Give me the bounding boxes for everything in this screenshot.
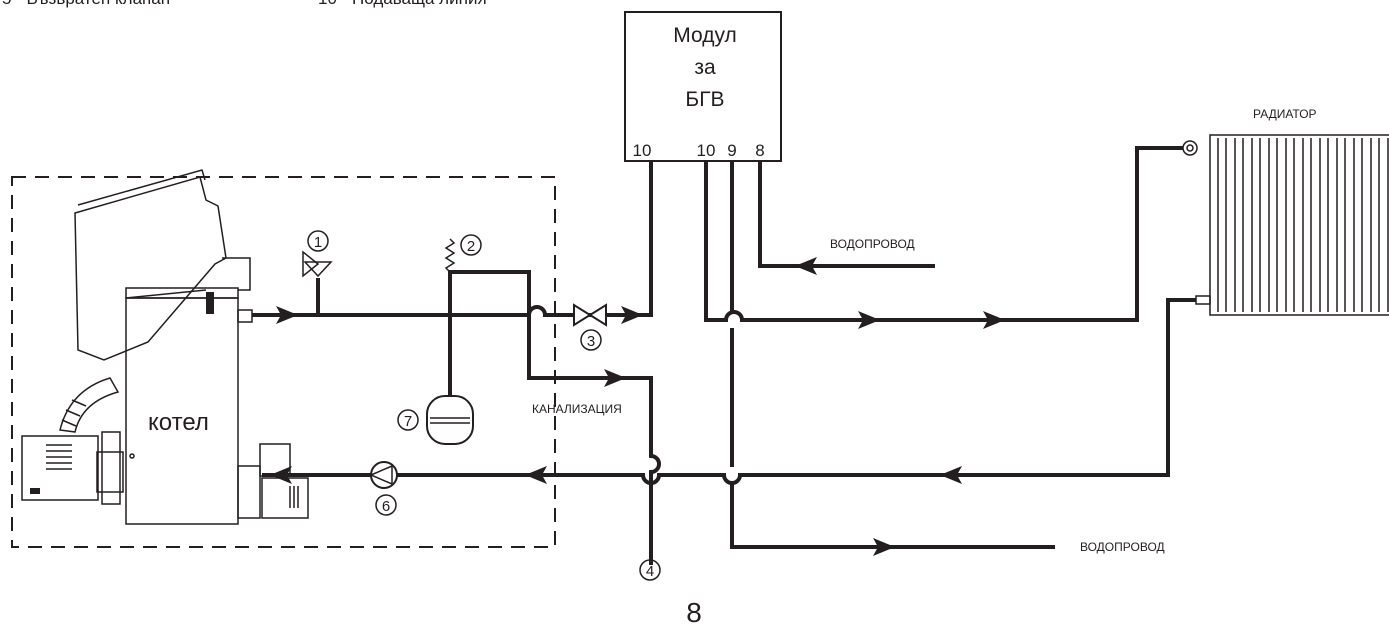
heating-supply-pipe [704, 146, 1183, 322]
marker-6: 6 [375, 494, 397, 516]
svg-text:1: 1 [314, 234, 322, 251]
module-port-9: 9 [727, 141, 736, 160]
radiator-label: РАДИАТОР [1253, 107, 1317, 121]
water-supply-pipe [758, 161, 935, 268]
boiler-illustration [21, 169, 309, 525]
marker-3: 3 [580, 329, 602, 351]
boiler-label: котел [148, 409, 209, 436]
expansion-vessel-icon [426, 395, 474, 445]
svg-text:2: 2 [467, 238, 475, 255]
legend-item-10: 10 - Подаваща линия [318, 0, 487, 8]
safety-valve-icon [302, 250, 333, 278]
air-vent-icon [444, 238, 456, 273]
radiator-illustration [1182, 134, 1389, 316]
water-supply-label-top: ВОДОПРОВОД [830, 237, 915, 251]
marker-1: 1 [307, 230, 329, 252]
shutoff-valve-icon [573, 303, 607, 327]
sewage-label: КАНАЛИЗАЦИЯ [532, 402, 622, 416]
boiler-room-boundary [11, 176, 556, 548]
marker-4: 4 [639, 559, 661, 581]
legend-item-5: 5 - Възвратен клапан [2, 0, 170, 8]
flow-arrows [270, 257, 1005, 556]
dhw-module-box [624, 11, 782, 162]
sewage-pipe [448, 270, 661, 565]
marker-7: 7 [397, 409, 419, 431]
module-port-10a: 10 [633, 141, 652, 160]
circulation-pump-icon [369, 461, 398, 489]
return-pipe [262, 298, 1196, 485]
module-port-8: 8 [755, 141, 764, 160]
module-port-10b: 10 [697, 141, 716, 160]
module-title-line-3: БГВ [685, 88, 724, 111]
module-title-line-1: Модул [673, 24, 737, 47]
water-supply-label-bottom: ВОДОПРОВОД [1080, 540, 1165, 554]
page-number: 8 [686, 597, 702, 625]
module-title-line-2: за [694, 56, 716, 79]
svg-text:4: 4 [646, 563, 654, 580]
module-9-pipe [730, 161, 1055, 549]
svg-text:6: 6 [382, 498, 390, 515]
svg-text:3: 3 [587, 333, 595, 350]
marker-2: 2 [460, 234, 482, 256]
svg-text:7: 7 [404, 413, 412, 430]
